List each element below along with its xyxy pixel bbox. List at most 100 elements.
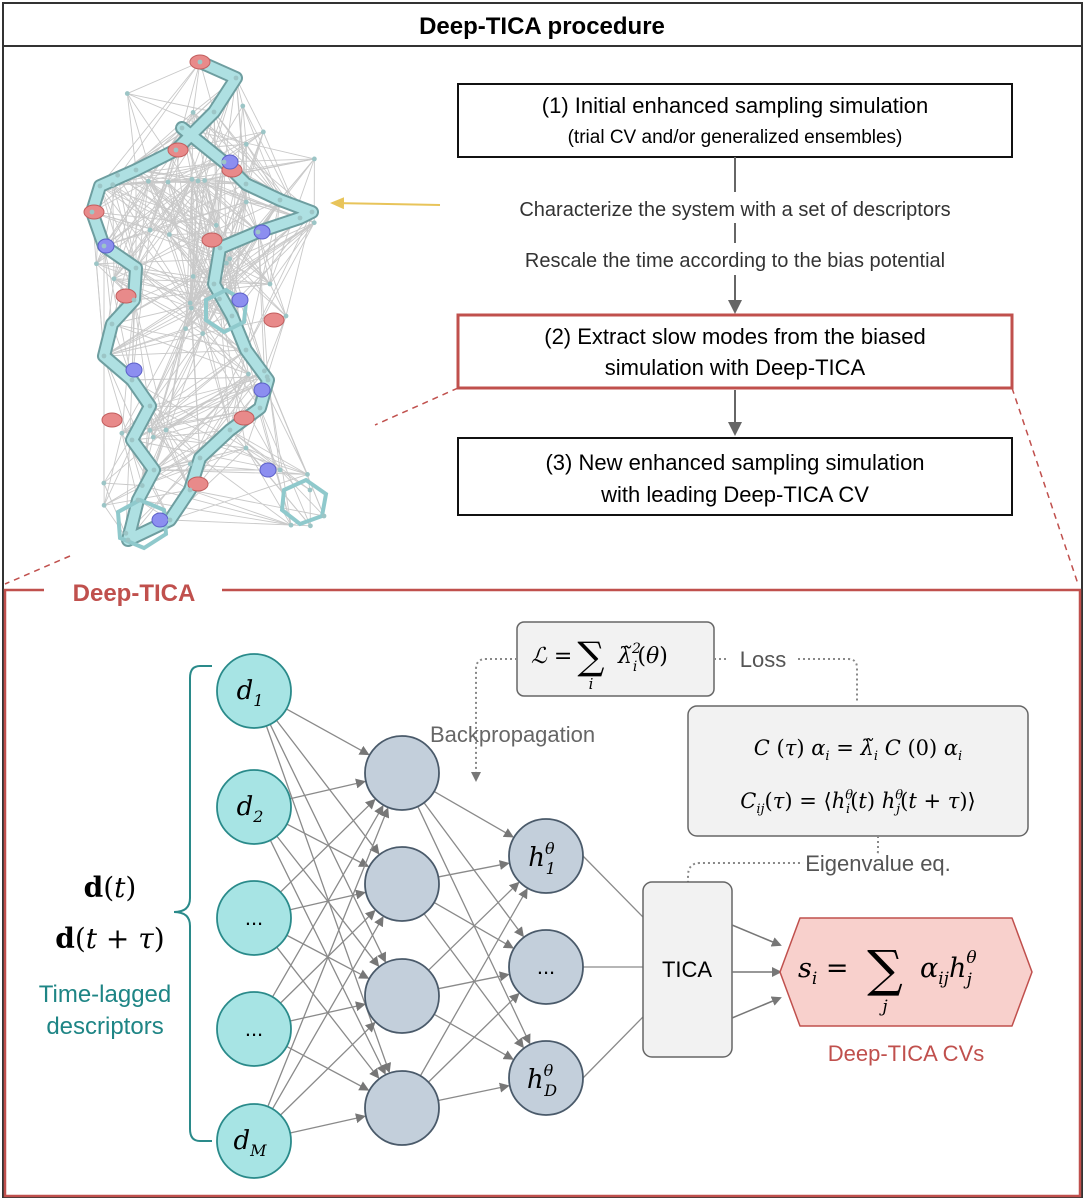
atom <box>309 209 315 215</box>
atom <box>307 523 313 529</box>
input-node: dM <box>216 1103 292 1179</box>
characterize-annotation: Characterize the system with a set of de… <box>519 199 950 221</box>
input-hidden-connection <box>271 805 384 998</box>
atom <box>229 313 235 319</box>
input-hidden-connection <box>269 724 386 963</box>
atom <box>283 313 289 319</box>
step-1-line1: (1) Initial enhanced sampling simulation <box>542 93 928 118</box>
hidden-output-connection <box>433 1013 514 1060</box>
atom <box>188 305 194 311</box>
sum-index: i <box>589 675 594 693</box>
backprop-arrow <box>471 658 517 782</box>
hidden-output-connection <box>433 901 514 949</box>
atom <box>213 222 219 228</box>
atom <box>261 368 267 374</box>
atom <box>190 109 196 115</box>
input-hidden-connection <box>289 778 366 800</box>
atom <box>255 229 261 235</box>
zoom-line-right <box>1011 387 1079 585</box>
atom <box>243 347 249 353</box>
atom <box>145 178 151 184</box>
oxygen-atom <box>233 410 255 426</box>
atom <box>187 300 193 306</box>
atom <box>189 176 195 182</box>
nitrogen-atom <box>259 462 277 478</box>
atom <box>150 434 156 440</box>
dttau-label: d(t + τ) <box>55 922 164 955</box>
atom <box>123 530 129 536</box>
hidden-output-connection <box>427 992 520 1083</box>
hidden-node <box>364 846 440 922</box>
atom <box>147 227 153 233</box>
atom <box>147 403 153 409</box>
loss-connector-right <box>798 658 858 703</box>
atom <box>243 141 249 147</box>
atom <box>197 59 203 65</box>
atom <box>277 467 283 473</box>
step-3-line1: (3) New enhanced sampling simulation <box>545 450 924 475</box>
tica-label: TICA <box>662 957 712 982</box>
atom <box>167 232 172 237</box>
atom <box>151 467 157 473</box>
atom <box>243 445 249 451</box>
atom <box>89 209 95 215</box>
atom <box>197 455 203 461</box>
node-label: ... <box>537 954 555 979</box>
oxygen-atom <box>201 232 223 248</box>
atom <box>101 480 107 486</box>
tica-box: TICA <box>642 881 733 1058</box>
input-hidden-connection <box>286 823 370 867</box>
atom <box>311 156 317 162</box>
dt-label: d(t) <box>84 871 137 904</box>
tica-cv-arrow-3 <box>731 996 782 1019</box>
atom <box>115 172 121 178</box>
loss-label: Loss <box>740 647 786 672</box>
atom <box>133 167 139 173</box>
cv-label: Deep-TICA CVs <box>828 1041 985 1066</box>
input-hidden-connection <box>279 798 376 893</box>
atom <box>233 75 239 81</box>
atom <box>243 199 249 205</box>
ring <box>204 287 249 335</box>
step-1-box: (1) Initial enhanced sampling simulation… <box>457 83 1013 158</box>
nitrogen-atom <box>231 292 249 308</box>
step-3-box: (3) New enhanced sampling simulation wit… <box>457 437 1013 516</box>
atom <box>202 178 208 183</box>
hidden-output-connection <box>438 971 510 990</box>
atom <box>129 377 135 383</box>
input-hidden-connection <box>286 708 370 756</box>
atom <box>217 296 222 302</box>
sum-icon: ∑ <box>577 634 604 678</box>
atom <box>211 281 217 287</box>
rescale-annotation: Rescale the time according to the bias p… <box>525 250 945 272</box>
atom <box>243 181 249 187</box>
input-node: d2 <box>216 769 292 845</box>
descriptors-label-line1: Time-lagged <box>39 981 172 1008</box>
input-hidden-connection <box>267 807 390 1107</box>
atom <box>217 245 223 251</box>
atom <box>305 471 310 477</box>
hidden-output-connection <box>433 790 514 838</box>
zoom-line-left <box>374 387 459 426</box>
cv-sum-index: j <box>878 997 888 1017</box>
atom <box>179 125 185 131</box>
atom <box>139 483 145 488</box>
cv-sum-icon: ∑ <box>867 940 903 998</box>
atom <box>311 220 317 226</box>
atom <box>124 91 130 96</box>
input-hidden-connection <box>275 719 380 855</box>
input-node: d1 <box>216 653 292 729</box>
nitrogen-atom <box>253 224 271 240</box>
atom <box>135 497 141 503</box>
atom <box>119 430 125 436</box>
atom <box>240 103 246 109</box>
atom <box>163 427 169 433</box>
atom <box>200 331 206 336</box>
input-node: ... <box>216 880 292 956</box>
